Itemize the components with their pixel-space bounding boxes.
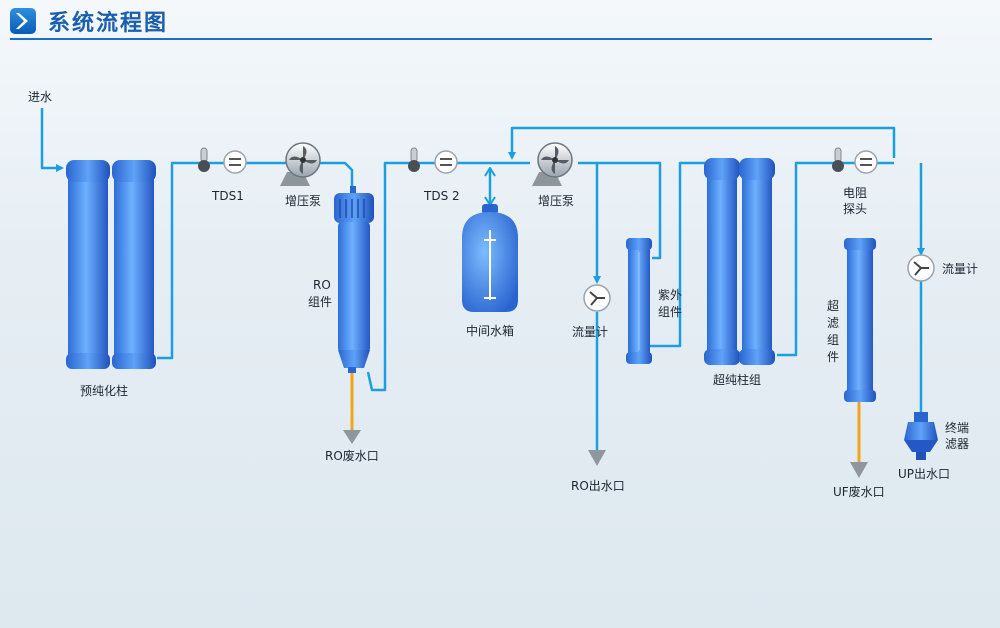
ro-waste-arrow-icon: [343, 430, 361, 444]
label-booster-pump-1: 增压泵: [285, 194, 321, 208]
flowmeter-2-icon: [907, 254, 935, 282]
label-inlet: 进水: [28, 90, 52, 104]
label-resistivity-line1: 电阻: [843, 186, 867, 200]
uf-component: [844, 238, 876, 402]
flowmeter-1-icon: [583, 284, 611, 312]
label-up-outlet: UP出水口: [898, 467, 950, 481]
intermediate-tank: [462, 204, 518, 312]
uv-component: [626, 238, 652, 364]
pipe-ultra-to-resistivity: [777, 161, 894, 357]
pipe-ro-to-tank-line: [366, 161, 530, 392]
label-ro-waste: RO废水口: [325, 448, 379, 463]
label-booster-pump-2: 增压泵: [538, 194, 574, 208]
label-uf-col1: 超: [827, 298, 839, 313]
pipe-pretreat-to-pump: [157, 161, 354, 360]
label-flowmeter-1: 流量计: [572, 325, 608, 339]
pretreat-columns: [66, 160, 156, 369]
booster-pump-2-icon: [532, 142, 573, 186]
tds1-sensor-icon: [198, 147, 247, 174]
booster-pump-1-icon: [280, 142, 321, 186]
resistivity-probe-icon: [832, 147, 878, 174]
label-terminal-line1: 终端: [945, 420, 969, 435]
label-ro-line1: RO: [313, 278, 331, 292]
label-ultra-column-group: 超纯柱组: [713, 372, 761, 387]
label-pretreat-column: 预纯化柱: [80, 383, 128, 398]
uf-waste-arrow-icon: [850, 462, 868, 478]
label-uv-line1: 紫外: [658, 288, 682, 302]
label-terminal-line2: 滤器: [945, 437, 969, 451]
pipes: [40, 108, 925, 450]
header: 系统流程图: [0, 0, 1000, 40]
label-uf-waste: UF废水口: [833, 484, 885, 499]
pipe-uv-to-ultra: [650, 161, 705, 348]
chevron-right-icon: [10, 8, 36, 34]
label-uv-line2: 组件: [658, 305, 682, 319]
pipe-recirc: [508, 126, 896, 160]
label-uf-col4: 件: [827, 350, 839, 364]
pipe-pump-to-uv: [578, 161, 662, 260]
terminal-filter-icon: [904, 412, 938, 460]
ro-membrane: [334, 186, 374, 373]
label-ro-outlet: RO出水口: [571, 479, 625, 493]
label-uf-col2: 滤: [827, 316, 839, 330]
label-ro-line2: 组件: [308, 295, 332, 309]
label-flowmeter-2: 流量计: [942, 262, 978, 276]
page-title: 系统流程图: [48, 11, 169, 36]
ultra-column-group: [704, 158, 775, 365]
ro-outlet-arrow-icon: [588, 450, 606, 466]
tds2-sensor-icon: [408, 147, 458, 174]
header-divider: [10, 38, 932, 40]
label-uf-col3: 组: [827, 333, 839, 347]
label-tds2: TDS 2: [423, 189, 460, 203]
label-tds1: TDS1: [211, 189, 244, 203]
inlet-pipe: [40, 108, 64, 172]
label-resistivity-line2: 探头: [843, 202, 867, 216]
label-tank: 中间水箱: [466, 323, 514, 338]
